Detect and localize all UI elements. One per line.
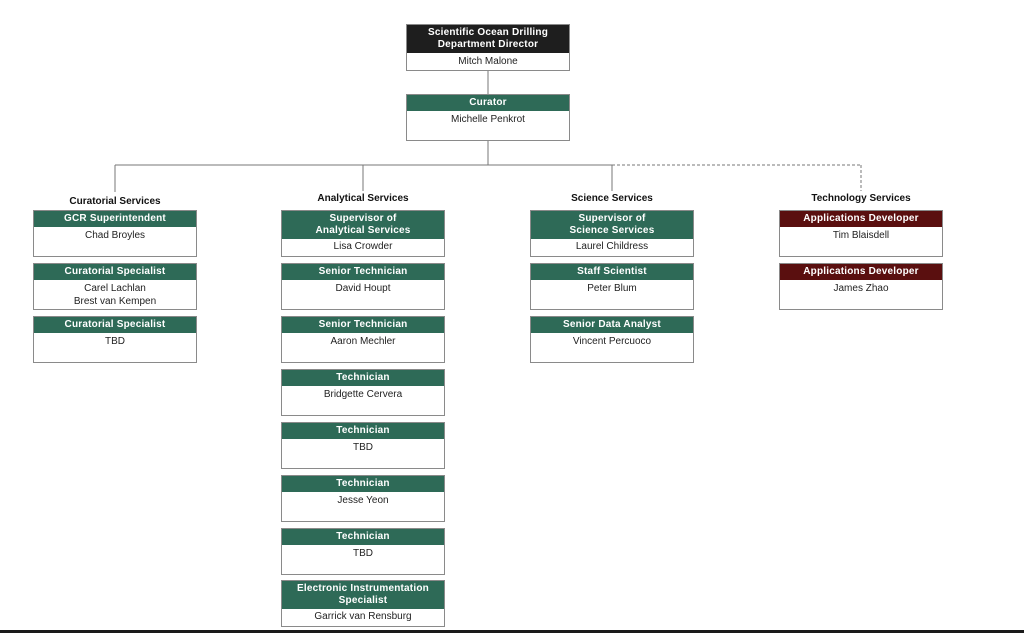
role-title: Applications Developer <box>780 211 942 227</box>
role-name: Brest van Kempen <box>73 295 157 307</box>
role-card: Supervisor of Analytical Services Lisa C… <box>281 210 445 257</box>
role-card: Technician TBD <box>281 528 445 575</box>
role-card: Senior Technician Aaron Mechler <box>281 316 445 363</box>
role-title: Applications Developer <box>780 264 942 280</box>
role-card: Staff Scientist Peter Blum <box>530 263 694 310</box>
role-title: Senior Data Analyst <box>531 317 693 333</box>
role-name: Peter Blum <box>587 283 637 294</box>
curator-title: Curator <box>407 95 569 111</box>
role-name: TBD <box>353 548 373 559</box>
role-card: Curatorial Specialist TBD <box>33 316 197 363</box>
curator-box: Curator Michelle Penkrot <box>406 94 570 141</box>
director-name: Mitch Malone <box>458 56 518 67</box>
role-title: Curatorial Specialist <box>34 317 196 333</box>
role-card: Senior Technician David Houpt <box>281 263 445 310</box>
role-title: Technician <box>282 529 444 545</box>
role-name: Bridgette Cervera <box>323 389 403 400</box>
role-card: Applications Developer Tim Blaisdell <box>779 210 943 257</box>
role-title: Supervisor of Analytical Services <box>282 211 444 239</box>
role-name: TBD <box>105 336 125 347</box>
role-card: Technician Bridgette Cervera <box>281 369 445 416</box>
role-name: James Zhao <box>833 283 889 294</box>
role-title: Senior Technician <box>282 264 444 280</box>
role-title: Technician <box>282 423 444 439</box>
curator-name: Michelle Penkrot <box>451 114 525 125</box>
role-name: TBD <box>353 442 373 453</box>
role-card: Curatorial Specialist Carel Lachlan Bres… <box>33 263 197 310</box>
role-card: Supervisor of Science Services Laurel Ch… <box>530 210 694 257</box>
role-name: Chad Broyles <box>84 230 146 241</box>
role-name: Aaron Mechler <box>330 336 396 347</box>
role-card: GCR Superintendent Chad Broyles <box>33 210 197 257</box>
dept-curatorial-heading: Curatorial Services <box>69 196 161 207</box>
role-card: Senior Data Analyst Vincent Percuoco <box>530 316 694 363</box>
role-title: Supervisor of Science Services <box>531 211 693 239</box>
bottom-divider <box>0 630 1024 633</box>
dept-technology-heading: Technology Services <box>811 193 911 204</box>
role-title: Technician <box>282 370 444 386</box>
dept-science-heading: Science Services <box>571 193 653 204</box>
role-title: GCR Superintendent <box>34 211 196 227</box>
role-title: Staff Scientist <box>531 264 693 280</box>
director-box: Scientific Ocean Drilling Department Dir… <box>406 24 570 71</box>
role-name: Tim Blaisdell <box>832 230 890 241</box>
role-name: Garrick van Rensburg <box>314 611 412 622</box>
role-card: Electronic Instrumentation Specialist Ga… <box>281 580 445 627</box>
role-card: Technician Jesse Yeon <box>281 475 445 522</box>
role-name: Laurel Childress <box>575 241 649 252</box>
role-name: Lisa Crowder <box>333 241 393 252</box>
role-title: Technician <box>282 476 444 492</box>
role-name: Vincent Percuoco <box>572 336 652 347</box>
role-title: Curatorial Specialist <box>34 264 196 280</box>
role-card: Technician TBD <box>281 422 445 469</box>
role-title: Senior Technician <box>282 317 444 333</box>
role-name: Carel Lachlan <box>84 283 146 294</box>
role-card: Applications Developer James Zhao <box>779 263 943 310</box>
role-title: Electronic Instrumentation Specialist <box>282 581 444 609</box>
dept-analytical-heading: Analytical Services <box>317 193 409 204</box>
role-name: David Houpt <box>335 283 391 294</box>
role-name: Jesse Yeon <box>337 495 389 506</box>
director-title: Scientific Ocean Drilling Department Dir… <box>407 25 569 53</box>
